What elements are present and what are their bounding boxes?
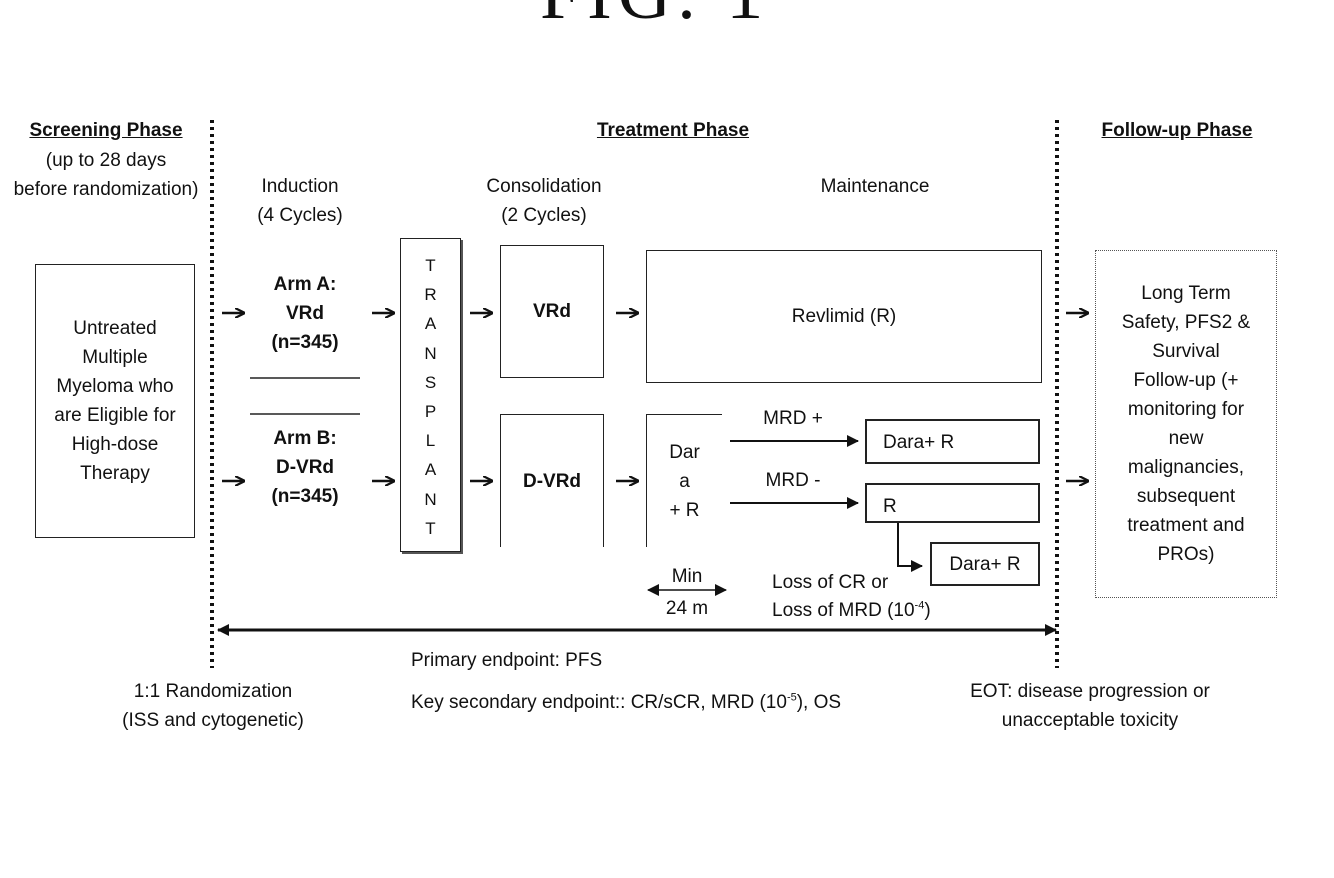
mrd-positive-box: Dara+ R xyxy=(865,419,1040,464)
treatment-phase-title: Treatment Phase xyxy=(520,116,826,145)
transplant-letter: A xyxy=(401,455,460,484)
mrd-negative-box: R xyxy=(865,483,1040,523)
transplant-letter: T xyxy=(401,514,460,543)
arrow-r-to-dara xyxy=(898,522,922,566)
transplant-letter: A xyxy=(401,309,460,338)
transplant-letters: TRANSPLANT xyxy=(401,251,460,543)
consolidation-box-b: D-VRd xyxy=(500,414,604,547)
loss-text-line1: Loss of CR or xyxy=(772,568,888,597)
followup-box: Long Term Safety, PFS2 & Survival Follow… xyxy=(1095,250,1277,598)
transplant-letter: N xyxy=(401,339,460,368)
min-duration-line1: Min xyxy=(656,562,718,591)
screening-phase-title: Screening Phase xyxy=(0,116,212,145)
transplant-letter: N xyxy=(401,485,460,514)
consolidation-box-a: VRd xyxy=(500,245,604,378)
transplant-box: TRANSPLANT xyxy=(400,238,461,552)
transplant-letter: P xyxy=(401,397,460,426)
maintenance-box-b: Dar a + R xyxy=(646,414,722,547)
transplant-letter: S xyxy=(401,368,460,397)
followup-phase-title: Follow-up Phase xyxy=(1060,116,1294,145)
randomization-note: 1:1 Randomization (ISS and cytogenetic) xyxy=(95,677,331,735)
mrd-negative-label: MRD - xyxy=(748,466,838,495)
population-box: Untreated Multiple Myeloma who are Eligi… xyxy=(35,264,195,538)
induction-header: Induction (4 Cycles) xyxy=(230,172,370,230)
screening-phase-line2: before randomization) xyxy=(0,175,226,204)
maintenance-header: Maintenance xyxy=(780,172,970,201)
arm-b-label: Arm B: D-VRd (n=345) xyxy=(250,424,360,511)
transplant-letter: L xyxy=(401,426,460,455)
loss-dara-box: Dara+ R xyxy=(930,542,1040,586)
eot-note: EOT: disease progression or unacceptable… xyxy=(940,677,1240,735)
secondary-endpoint: Key secondary endpoint:: CR/sCR, MRD (10… xyxy=(411,688,841,717)
arm-a-label: Arm A: VRd (n=345) xyxy=(250,270,360,357)
consolidation-header: Consolidation (2 Cycles) xyxy=(464,172,624,230)
screening-phase-line1: (up to 28 days xyxy=(0,146,212,175)
min-duration-line2: 24 m xyxy=(648,594,726,623)
transplant-letter: R xyxy=(401,280,460,309)
transplant-letter: T xyxy=(401,251,460,280)
primary-endpoint: Primary endpoint: PFS xyxy=(411,646,602,675)
maintenance-box-a: Revlimid (R) xyxy=(646,250,1042,383)
mrd-positive-label: MRD + xyxy=(748,404,838,433)
loss-text-line2: Loss of MRD (10-4) xyxy=(772,596,931,625)
